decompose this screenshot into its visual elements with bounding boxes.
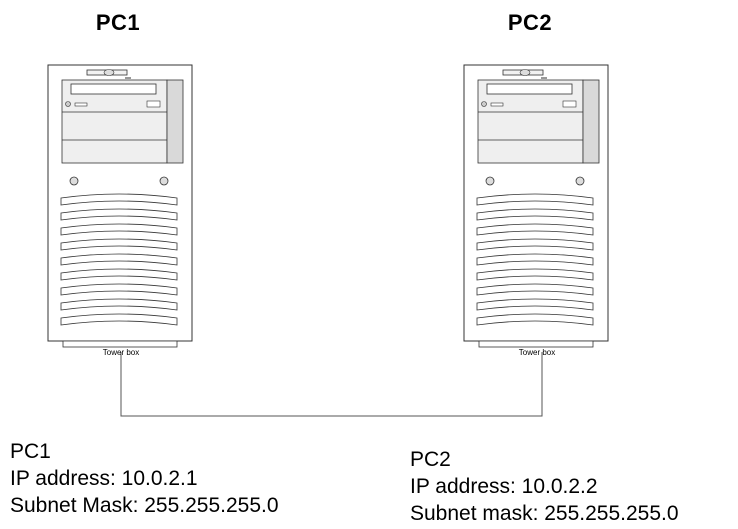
pc2-subnet-mask: Subnet mask: 255.255.255.0	[410, 502, 679, 525]
pc2-ip-address: IP address: 10.0.2.2	[410, 475, 598, 498]
pc2-info-block: PC2 IP address: 10.0.2.2 Subnet mask: 25…	[410, 446, 679, 527]
pc1-device-label: Tower box	[103, 348, 139, 357]
pc2-device-label: Tower box	[519, 348, 555, 357]
pc1-tower-icon: Tower box	[47, 62, 195, 358]
pc1-subnet-mask: Subnet Mask: 255.255.255.0	[10, 494, 279, 517]
pc2-tower-icon: Tower box	[463, 62, 611, 358]
pc1-info-block: PC1 IP address: 10.0.2.1 Subnet Mask: 25…	[10, 438, 279, 519]
pc1-info-name: PC1	[10, 440, 51, 463]
pc2-info-name: PC2	[410, 448, 451, 471]
pc1-title: PC1	[95, 10, 141, 35]
pc2-title: PC2	[507, 10, 553, 35]
pc1-ip-address: IP address: 10.0.2.1	[10, 467, 198, 490]
